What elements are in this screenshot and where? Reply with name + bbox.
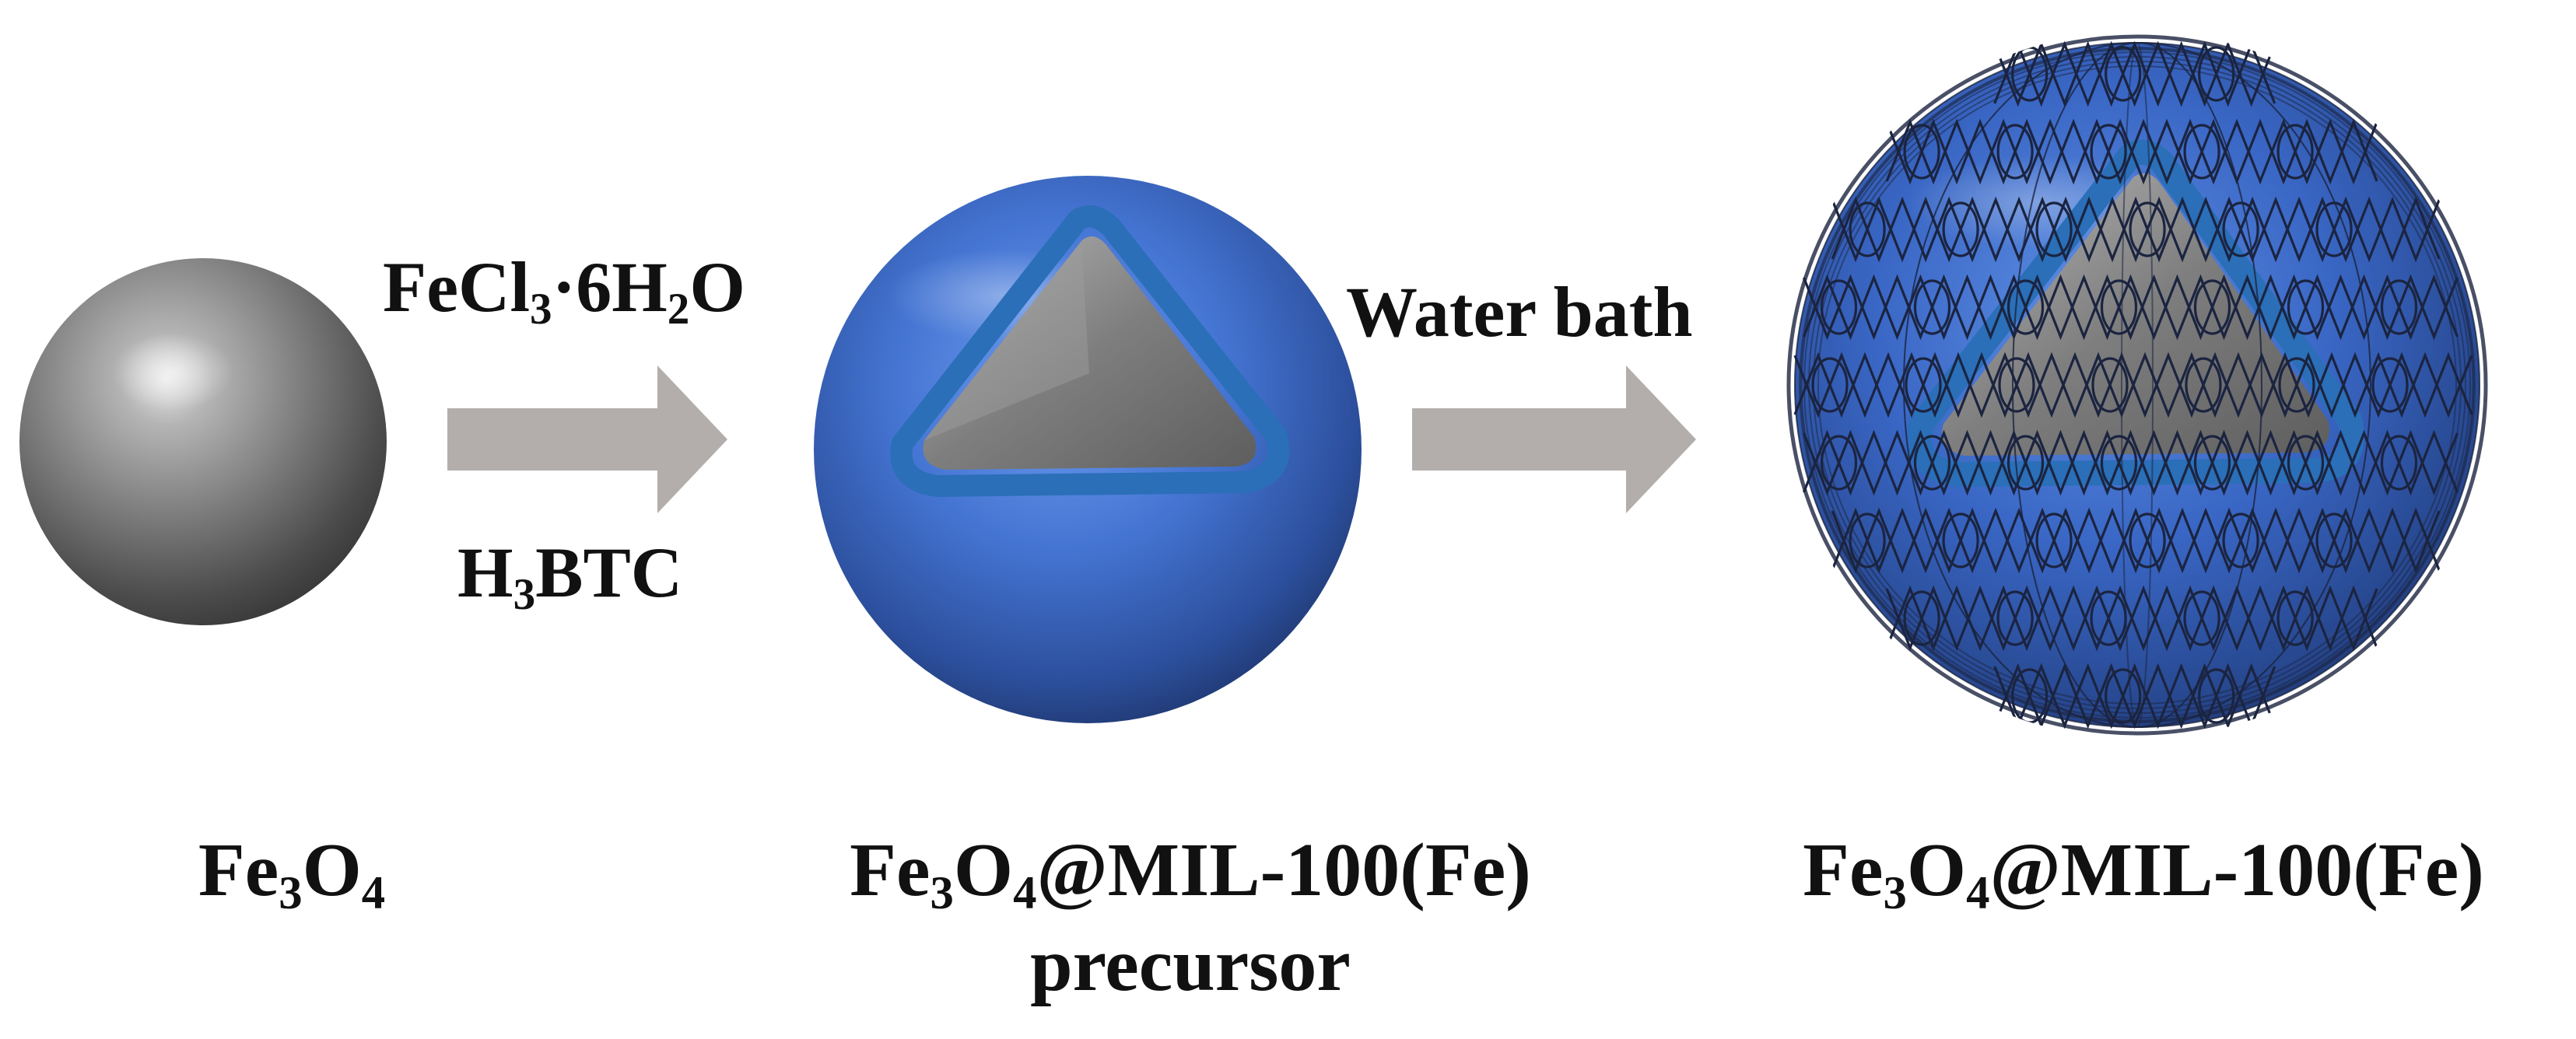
- mesh-inner-rim: [1800, 47, 2475, 722]
- precursor-particle: [814, 176, 1362, 723]
- precursor-caption-line2: precursor: [1030, 923, 1351, 1007]
- mesh-meridian: [1794, 42, 2480, 728]
- mesh-loop: [2222, 513, 2259, 568]
- mesh-zigzag: [1831, 507, 2441, 574]
- mesh-rim-band: [1808, 56, 2466, 714]
- mesh-loop: [1905, 357, 1942, 413]
- mesh-loop: [2183, 590, 2220, 646]
- mesh-zigzag: [1993, 663, 2276, 729]
- mesh-loop: [1820, 435, 1858, 491]
- mesh-zigzag: [1803, 429, 2459, 496]
- reagent-h3btc-label: H3BTC: [457, 533, 683, 619]
- mesh-loop: [1998, 357, 2035, 413]
- mesh-loop: [1942, 201, 1979, 257]
- mesh-loop: [2035, 201, 2073, 257]
- mesh-loop: [2278, 357, 2315, 413]
- mesh-loop: [2222, 201, 2259, 257]
- mesh-loop: [2185, 357, 2222, 413]
- mesh-loop: [2276, 124, 2314, 180]
- mesh-loop: [2287, 435, 2325, 491]
- mesh-loop: [2193, 279, 2231, 335]
- mesh-loop: [1849, 513, 1886, 568]
- mesh-loop: [2380, 279, 2418, 335]
- mesh-loop: [1996, 124, 2034, 180]
- water-bath-label: Water bath: [1346, 272, 1693, 352]
- mesh-loop: [1996, 590, 2034, 646]
- mil100-caption: Fe3O4@MIL-100(Fe): [1803, 828, 2484, 919]
- gray-sphere: [19, 258, 387, 625]
- mesh-loop: [1913, 279, 1951, 335]
- mesh-loop: [2193, 435, 2231, 491]
- mesh-loop: [2380, 435, 2418, 491]
- mesh-loop: [2006, 279, 2045, 335]
- mesh-zigzag: [1885, 118, 2378, 185]
- mesh-loop: [1942, 513, 1979, 568]
- mesh-rim-band: [1817, 65, 2457, 705]
- mesh-loop: [2006, 435, 2045, 491]
- mesh-loop: [2129, 513, 2166, 568]
- mesh-loop: [2371, 357, 2409, 413]
- mesh-zigzag: [1793, 352, 2473, 418]
- mesh-loop: [1913, 435, 1951, 491]
- precursor-caption: Fe3O4@MIL-100(Fe): [850, 828, 1531, 919]
- mesh-zigzag: [1831, 196, 2441, 263]
- mesh-loop: [2287, 279, 2325, 335]
- gray-core-triangle: [923, 236, 1256, 470]
- mesh-outer-rim: [1786, 34, 2488, 736]
- arrow-step2: [1412, 366, 1696, 513]
- mesh-zigzag: [1993, 40, 2276, 107]
- mesh-rim-band: [1803, 51, 2471, 719]
- mesh-rim-band: [1813, 61, 2462, 709]
- mesh-zigzag: [1803, 429, 2459, 496]
- mesh-loop: [2100, 279, 2138, 335]
- mesh-zigzag: [1885, 585, 2378, 652]
- mesh-zigzag: [1803, 274, 2459, 341]
- mesh-loop: [1849, 201, 1886, 257]
- mesh-rim-band: [1799, 47, 2476, 723]
- mil100-particle: [1786, 34, 2488, 736]
- mesh-loop: [2035, 513, 2073, 568]
- mesh-loop: [2100, 435, 2138, 491]
- arrow-step1: [447, 366, 727, 513]
- mesh-loop: [2129, 201, 2166, 257]
- sphere-highlight: [112, 333, 233, 411]
- fe3o4-caption: Fe3O4: [198, 828, 386, 919]
- mesh-loop: [2276, 590, 2314, 646]
- fe3o4-particle: [19, 258, 387, 625]
- core-facet: [924, 241, 1089, 440]
- reagent-fecl3-label: FeCl3·6H2O: [383, 247, 745, 334]
- mesh-loop: [1820, 279, 1858, 335]
- shell-ring: [890, 205, 1290, 497]
- mesh-loop: [2183, 124, 2220, 180]
- mesh-zigzag: [1803, 274, 2459, 341]
- mesh-loop: [2091, 357, 2129, 413]
